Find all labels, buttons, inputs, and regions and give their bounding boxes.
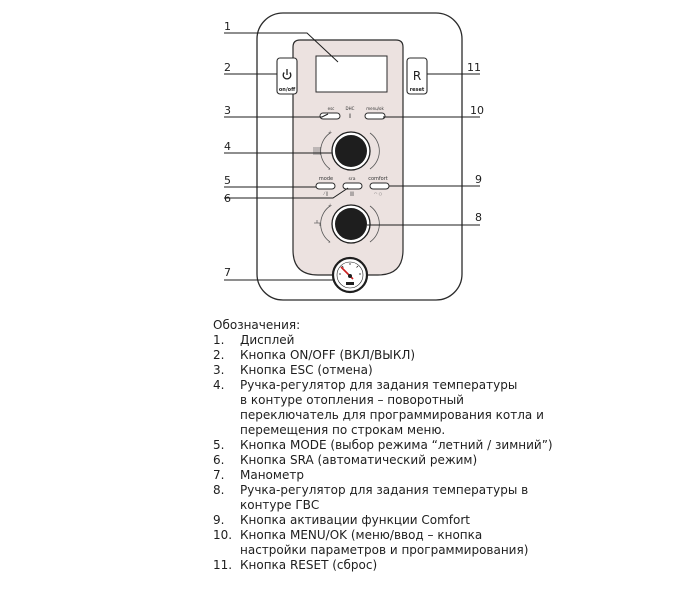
dhw-plus-mark: + (328, 203, 332, 209)
legend-item-number: 7. (213, 468, 225, 482)
legend-item-number: 4. (213, 378, 225, 392)
callout-2: 2 (224, 61, 231, 74)
legend-item: 4. Ручка-регулятор для задания температур… (213, 378, 693, 438)
dhw-temperature-knob[interactable] (320, 204, 380, 244)
legend-item-number: 8. (213, 483, 225, 497)
reset-button[interactable]: R reset (406, 57, 428, 95)
mode-label: mode (319, 176, 333, 182)
callout-1: 1 (224, 20, 231, 33)
callout-3: 3 (224, 104, 231, 117)
legend-item: 11. Кнопка RESET (сброс) (213, 558, 693, 573)
callout-9: 9 (475, 173, 482, 186)
legend-item-text: Кнопка ESC (отмена) (240, 363, 373, 377)
menu-label: menu/ok (366, 106, 384, 111)
reset-label: reset (410, 87, 425, 93)
sra-button[interactable] (342, 182, 363, 190)
comfort-button[interactable] (369, 182, 390, 190)
legend-item: 1. Дисплей (213, 333, 693, 348)
sra-label: sra (349, 176, 356, 182)
legend-item: 3. Кнопка ESC (отмена) (213, 363, 693, 378)
on-off-label: on/off (279, 87, 296, 93)
callout-4: 4 (224, 140, 231, 153)
legend-item-text: Кнопка MODE (выбор режима “летний / зимн… (240, 438, 553, 452)
mode-button[interactable] (315, 182, 336, 190)
legend-item: 9. Кнопка активации функции Comfort (213, 513, 693, 528)
legend-item-text: Дисплей (240, 333, 295, 347)
legend-item-number: 9. (213, 513, 225, 527)
heating-temperature-knob[interactable] (320, 131, 380, 171)
legend: Обозначения: 1. Дисплей 2. Кнопка ON/OFF (… (213, 318, 693, 573)
legend-item-text: Кнопка активации функции Comfort (240, 513, 471, 527)
display-screen (315, 55, 388, 93)
legend-title: Обозначения: (213, 318, 301, 332)
legend-item: 5. Кнопка MODE (выбор режима “летний / зи… (213, 438, 693, 453)
legend-item-text: Ручка-регулятор для задания температуры … (240, 483, 529, 512)
dhw-label: DHC (346, 106, 355, 111)
dhw-mark: ǁ (349, 113, 351, 118)
legend-item-number: 1. (213, 333, 225, 347)
legend-item-text: Ручка-регулятор для задания температуры … (240, 378, 544, 437)
legend-item-number: 11. (213, 558, 233, 572)
dhw-minus-mark: – (328, 240, 331, 246)
reset-letter: R (413, 69, 421, 83)
legend-item-text: Кнопка ON/OFF (ВКЛ/ВЫКЛ) (240, 348, 416, 362)
radiator-icon (313, 147, 321, 155)
legend-item: 2. Кнопка ON/OFF (ВКЛ/ВЫКЛ) (213, 348, 693, 363)
callout-8: 8 (475, 211, 482, 224)
legend-item: 7. Манометр (213, 468, 693, 483)
manometer-gauge (331, 256, 369, 294)
callout-11: 11 (467, 61, 481, 74)
legend-item: 10. Кнопка MENU/OK (меню/ввод – кнопка на… (213, 528, 693, 558)
boiler-panel-diagram: on/off R reset esc DHC menu/ok ǁ + – mod… (224, 12, 484, 301)
heating-plus-mark: + (328, 130, 332, 136)
comfort-symbols: ◠ ○ (374, 191, 383, 196)
leader-lines (224, 32, 480, 281)
legend-item-text: Кнопка SRA (автоматический режим) (240, 453, 478, 467)
legend-item: 6. Кнопка SRA (автоматический режим) (213, 453, 693, 468)
legend-item: 8. Ручка-регулятор для задания температур… (213, 483, 693, 513)
comfort-label: comfort (368, 176, 388, 182)
legend-item-text: Манометр (240, 468, 304, 482)
legend-item-number: 2. (213, 348, 225, 362)
mode-symbols: ⁄ ǁ (323, 191, 328, 196)
sra-symbol: ǁǁ (350, 191, 354, 196)
legend-item-text: Кнопка RESET (сброс) (240, 558, 378, 572)
legend-item-number: 3. (213, 363, 225, 377)
callout-5: 5 (224, 174, 231, 187)
legend-item-number: 5. (213, 438, 225, 452)
heating-minus-mark: – (328, 167, 331, 173)
legend-item-number: 10. (213, 528, 233, 542)
callout-6: 6 (224, 192, 231, 205)
callout-10: 10 (470, 104, 484, 117)
on-off-button[interactable]: on/off (276, 57, 298, 95)
power-icon (282, 69, 292, 80)
esc-button[interactable] (319, 112, 341, 120)
esc-label: esc (328, 106, 335, 111)
menu-ok-button[interactable] (364, 112, 386, 120)
callout-7: 7 (224, 266, 231, 279)
legend-item-text: Кнопка MENU/OK (меню/ввод – кнопка настр… (240, 528, 529, 557)
legend-item-number: 6. (213, 453, 225, 467)
tap-icon (314, 220, 321, 226)
